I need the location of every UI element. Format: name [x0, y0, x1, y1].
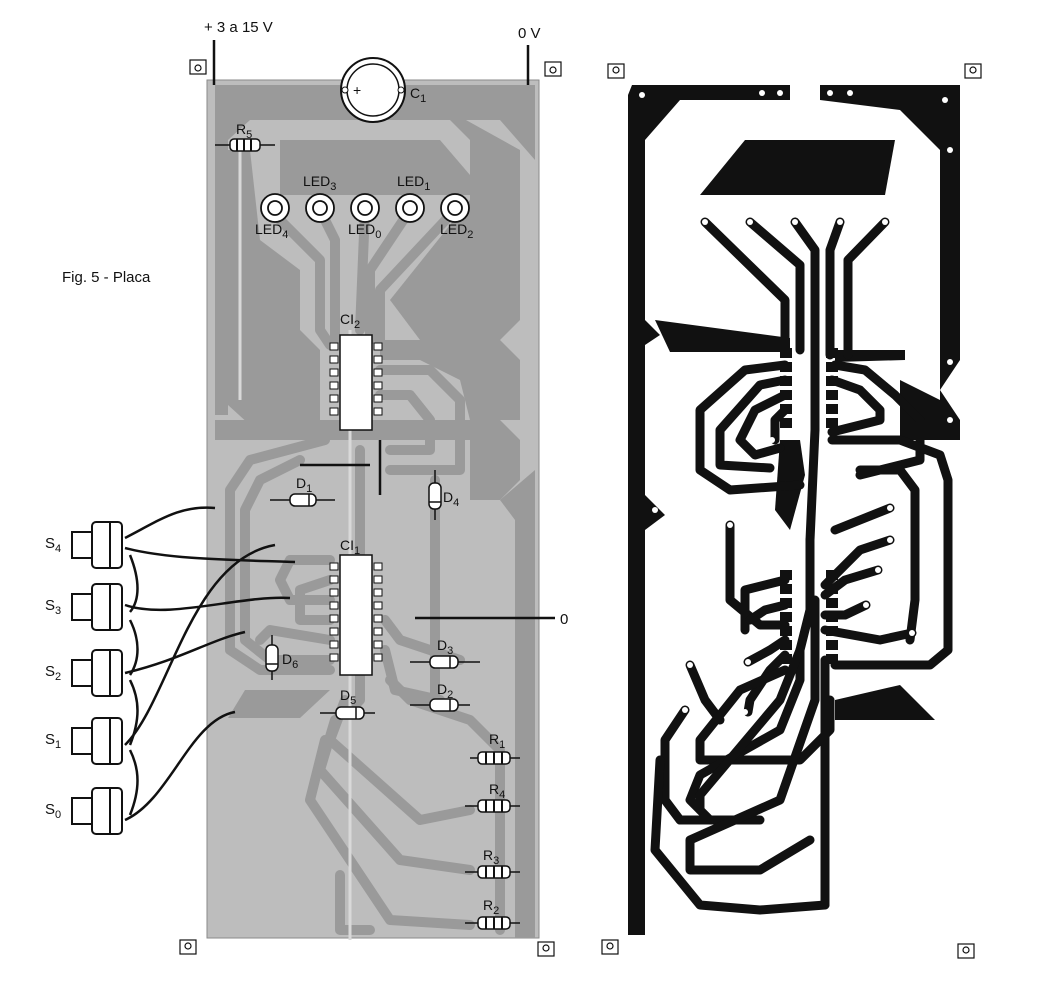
label-d1: D1: [296, 475, 312, 495]
label-led2: LED2: [440, 221, 473, 241]
resistor-r2: [465, 916, 520, 930]
ground-supply-label: 0 V: [518, 25, 541, 42]
label-r2: R2: [483, 897, 499, 917]
switch-bank: [71, 521, 123, 835]
ic-ci2: [329, 334, 383, 431]
label-d5: D5: [340, 687, 356, 707]
label-d6: D6: [282, 651, 298, 671]
diode-d1: [270, 493, 335, 507]
label-s1: S1: [45, 731, 61, 751]
diode-d4: [428, 470, 442, 520]
label-d4: D4: [443, 489, 459, 509]
resistor-r4: [465, 799, 520, 813]
capacitor-c1: +: [340, 57, 406, 123]
label-led3: LED3: [303, 173, 336, 193]
label-s4: S4: [45, 535, 61, 555]
label-led4: LED4: [255, 221, 288, 241]
resistor-r1: [470, 751, 520, 765]
label-s3: S3: [45, 597, 61, 617]
copper-side-board: [628, 85, 960, 935]
resistor-r5: [215, 138, 275, 152]
label-ci2: CI2: [340, 311, 360, 331]
led-row: [260, 193, 470, 223]
label-led1: LED1: [397, 173, 430, 193]
label-s2: S2: [45, 663, 61, 683]
registration-marks: [179, 59, 982, 959]
label-led0: LED0: [348, 221, 381, 241]
figure-caption: Fig. 5 - Placa: [62, 269, 151, 286]
resistor-r3: [465, 865, 520, 879]
switch-wires: [124, 506, 296, 822]
label-s0: S0: [45, 801, 61, 821]
component-side-board: +: [71, 40, 555, 940]
ground-wire-label: 0: [560, 611, 568, 628]
ic-ci1: [329, 554, 383, 676]
svg-text:+: +: [353, 82, 361, 98]
diode-d3: [410, 655, 480, 669]
diode-d2: [410, 698, 470, 712]
label-r1: R1: [489, 731, 505, 751]
jumper-wires: [300, 440, 555, 620]
label-r5: R5: [236, 121, 252, 141]
label-r4: R4: [489, 781, 505, 801]
label-ci1: CI1: [340, 537, 360, 557]
label-c1: C1: [410, 85, 426, 105]
diode-d5: [320, 706, 375, 720]
label-d2: D2: [437, 681, 453, 701]
positive-supply-label: + 3 a 15 V: [204, 19, 273, 36]
diode-d6: [265, 635, 279, 680]
label-d3: D3: [437, 637, 453, 657]
label-r3: R3: [483, 847, 499, 867]
